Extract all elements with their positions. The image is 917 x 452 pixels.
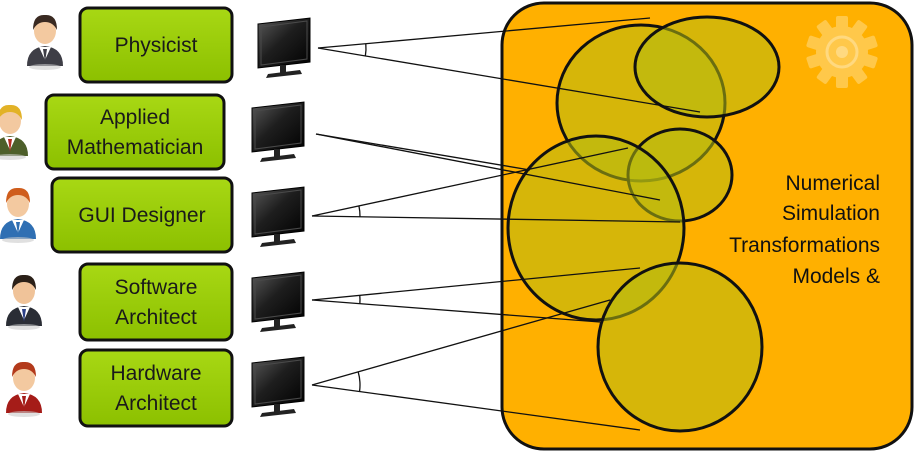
sight-line: [315, 133, 661, 201]
monitor-icon: [257, 17, 311, 78]
monitor-icon: [251, 271, 305, 332]
role-0: Physicist: [27, 6, 311, 84]
monitor-icon: [251, 101, 305, 162]
role-label: GUI Designer: [78, 204, 205, 227]
domain-term-simulation: Simulation: [782, 202, 880, 225]
domain-term-models: Models &: [792, 265, 880, 288]
view-angle-arc: [364, 43, 367, 57]
role-label: Hardware: [110, 362, 201, 385]
sight-line: [311, 147, 629, 217]
role-box: [78, 6, 234, 84]
sight-line: [315, 133, 531, 171]
domain-terms: Numerical Simulation Transformations Mod…: [729, 172, 880, 288]
role-2: GUI Designer: [0, 176, 305, 254]
sight-line: [311, 267, 641, 301]
role-label: Applied: [100, 106, 170, 129]
sight-line: [317, 47, 701, 113]
monitor-icon: [251, 186, 305, 247]
domain-term-numerical: Numerical: [785, 172, 880, 195]
view-ellipse: [633, 15, 781, 119]
monitor-icon: [251, 356, 305, 417]
view-ellipses: [506, 15, 781, 433]
gear-icon: [806, 16, 878, 88]
domain-term-transformations: Transformations: [729, 234, 880, 257]
sight-line: [317, 17, 651, 49]
red-hair-female-user-icon: [0, 187, 36, 243]
sight-line: [311, 299, 611, 386]
view-angle-arc: [357, 371, 361, 392]
red-hair-male-user-icon: [6, 361, 42, 417]
role-box: [78, 262, 234, 342]
role-box: [44, 93, 226, 171]
female-user-icon: [27, 14, 63, 70]
role-box: [78, 348, 234, 428]
view-angle-arc: [358, 205, 361, 217]
blond-male-user-icon: [0, 104, 28, 160]
role-box: [50, 176, 234, 254]
sight-line: [311, 384, 641, 431]
role-label: Architect: [115, 392, 197, 415]
male-user-icon: [6, 274, 42, 330]
role-label: Physicist: [115, 34, 198, 57]
view-ellipse: [596, 261, 764, 433]
sight-lines: [311, 17, 701, 431]
role-label: Architect: [115, 306, 197, 329]
role-label: Software: [115, 276, 198, 299]
role-label: Mathematician: [67, 136, 204, 159]
sight-line: [311, 215, 681, 223]
